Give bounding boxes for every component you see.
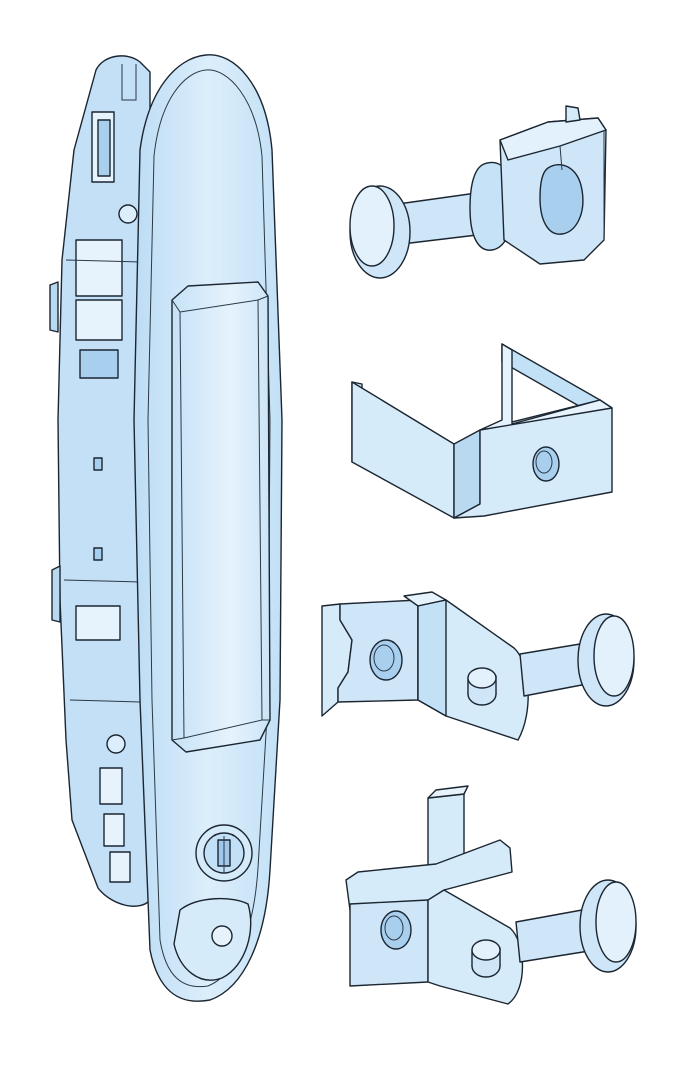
u-bracket-with-hole	[351, 343, 613, 519]
housing-details	[63, 64, 141, 883]
handle-lock	[49, 54, 283, 1002]
l-bracket-with-pin	[345, 785, 637, 1005]
key-lock-icon	[195, 824, 253, 882]
pin-with-clevis-clip	[349, 105, 607, 279]
angle-bracket-with-pin	[321, 591, 635, 741]
